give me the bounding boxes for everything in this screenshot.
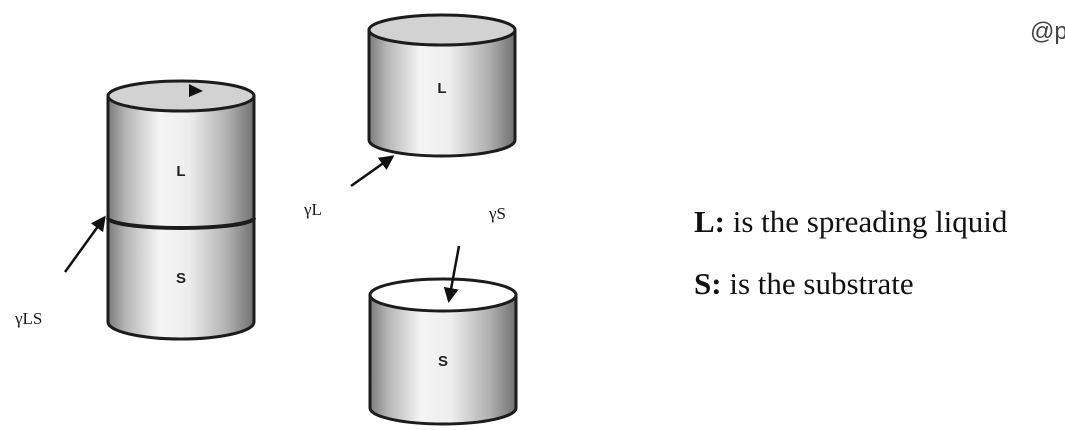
legend-liquid-key: L: [694, 204, 725, 239]
legend-substrate-key: S: [694, 266, 722, 301]
gamma-s-label: γS [488, 204, 506, 223]
gamma-l-arrow [350, 155, 395, 188]
watermark: @p [1030, 18, 1065, 45]
stacked-substrate-label: S [176, 270, 186, 287]
rotation-arrowhead-icon [189, 84, 203, 97]
separate-liquid-cylinder: L [367, 13, 517, 158]
stacked-liquid-cylinder: L [106, 79, 256, 230]
gamma-ls-label: γLS [14, 309, 42, 328]
stacked-substrate-cylinder: S [106, 216, 256, 341]
legend-substrate-text: is the substrate [721, 266, 914, 301]
separate-substrate-cylinder: S [368, 277, 518, 426]
separate-liquid-label: L [437, 80, 446, 97]
stacked-liquid-label: L [176, 163, 185, 180]
legend-substrate: S: is the substrate [694, 268, 914, 299]
gamma-l-label: γL [303, 200, 322, 219]
gamma-ls-arrow [63, 215, 106, 273]
separate-substrate-label: S [438, 353, 448, 370]
gamma-s-arrow [443, 245, 461, 303]
legend-liquid: L: is the spreading liquid [694, 206, 1007, 237]
legend-liquid-text: is the spreading liquid [725, 204, 1008, 239]
